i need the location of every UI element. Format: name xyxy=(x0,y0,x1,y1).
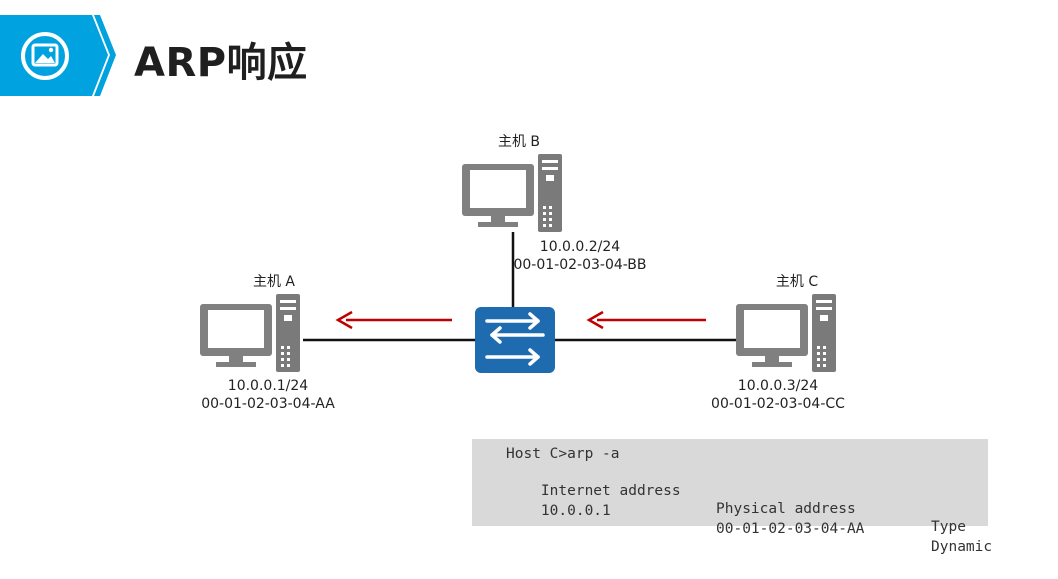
host-a-computer-icon xyxy=(200,294,300,372)
arp-table-panel: Host C>arp -a Internet address Physical … xyxy=(472,439,992,555)
host-c-computer-icon xyxy=(736,294,836,372)
switch-icon xyxy=(475,307,555,373)
page-title: ARP响应 xyxy=(134,40,308,86)
arp-command: Host C>arp -a xyxy=(506,446,620,462)
host-b-computer-icon xyxy=(462,154,562,232)
arp-header-internet-address: Internet address xyxy=(540,483,681,499)
title-banner xyxy=(0,15,116,96)
arp-table-row: 10.0.0.1 00-01-02-03-04-AA Dynamic xyxy=(506,484,992,574)
arp-reply-arrow-left xyxy=(335,310,452,330)
host-b-name: 主机 B xyxy=(497,134,541,150)
arp-cell-type: Dynamic xyxy=(931,539,993,555)
host-b-ip: 10.0.0.2/24 xyxy=(539,239,621,255)
arp-reply-arrow-right xyxy=(586,310,706,330)
arp-header-type: Type xyxy=(931,519,966,535)
host-c-name: 主机 C xyxy=(775,274,819,290)
arp-table-header: Internet address Physical address Type xyxy=(506,464,986,554)
arp-header-physical-address: Physical address xyxy=(716,501,856,517)
image-icon xyxy=(21,32,69,80)
arp-cell-mac: 00-01-02-03-04-AA xyxy=(716,521,865,537)
host-c-mac: 00-01-02-03-04-CC xyxy=(711,396,845,412)
host-c-ip: 10.0.0.3/24 xyxy=(737,378,819,394)
host-a-name: 主机 A xyxy=(252,274,296,290)
host-b-mac: 00-01-02-03-04-BB xyxy=(513,257,647,273)
arp-cell-ip: 10.0.0.1 xyxy=(540,503,611,519)
host-a-ip: 10.0.0.1/24 xyxy=(227,378,309,394)
host-a-mac: 00-01-02-03-04-AA xyxy=(201,396,335,412)
